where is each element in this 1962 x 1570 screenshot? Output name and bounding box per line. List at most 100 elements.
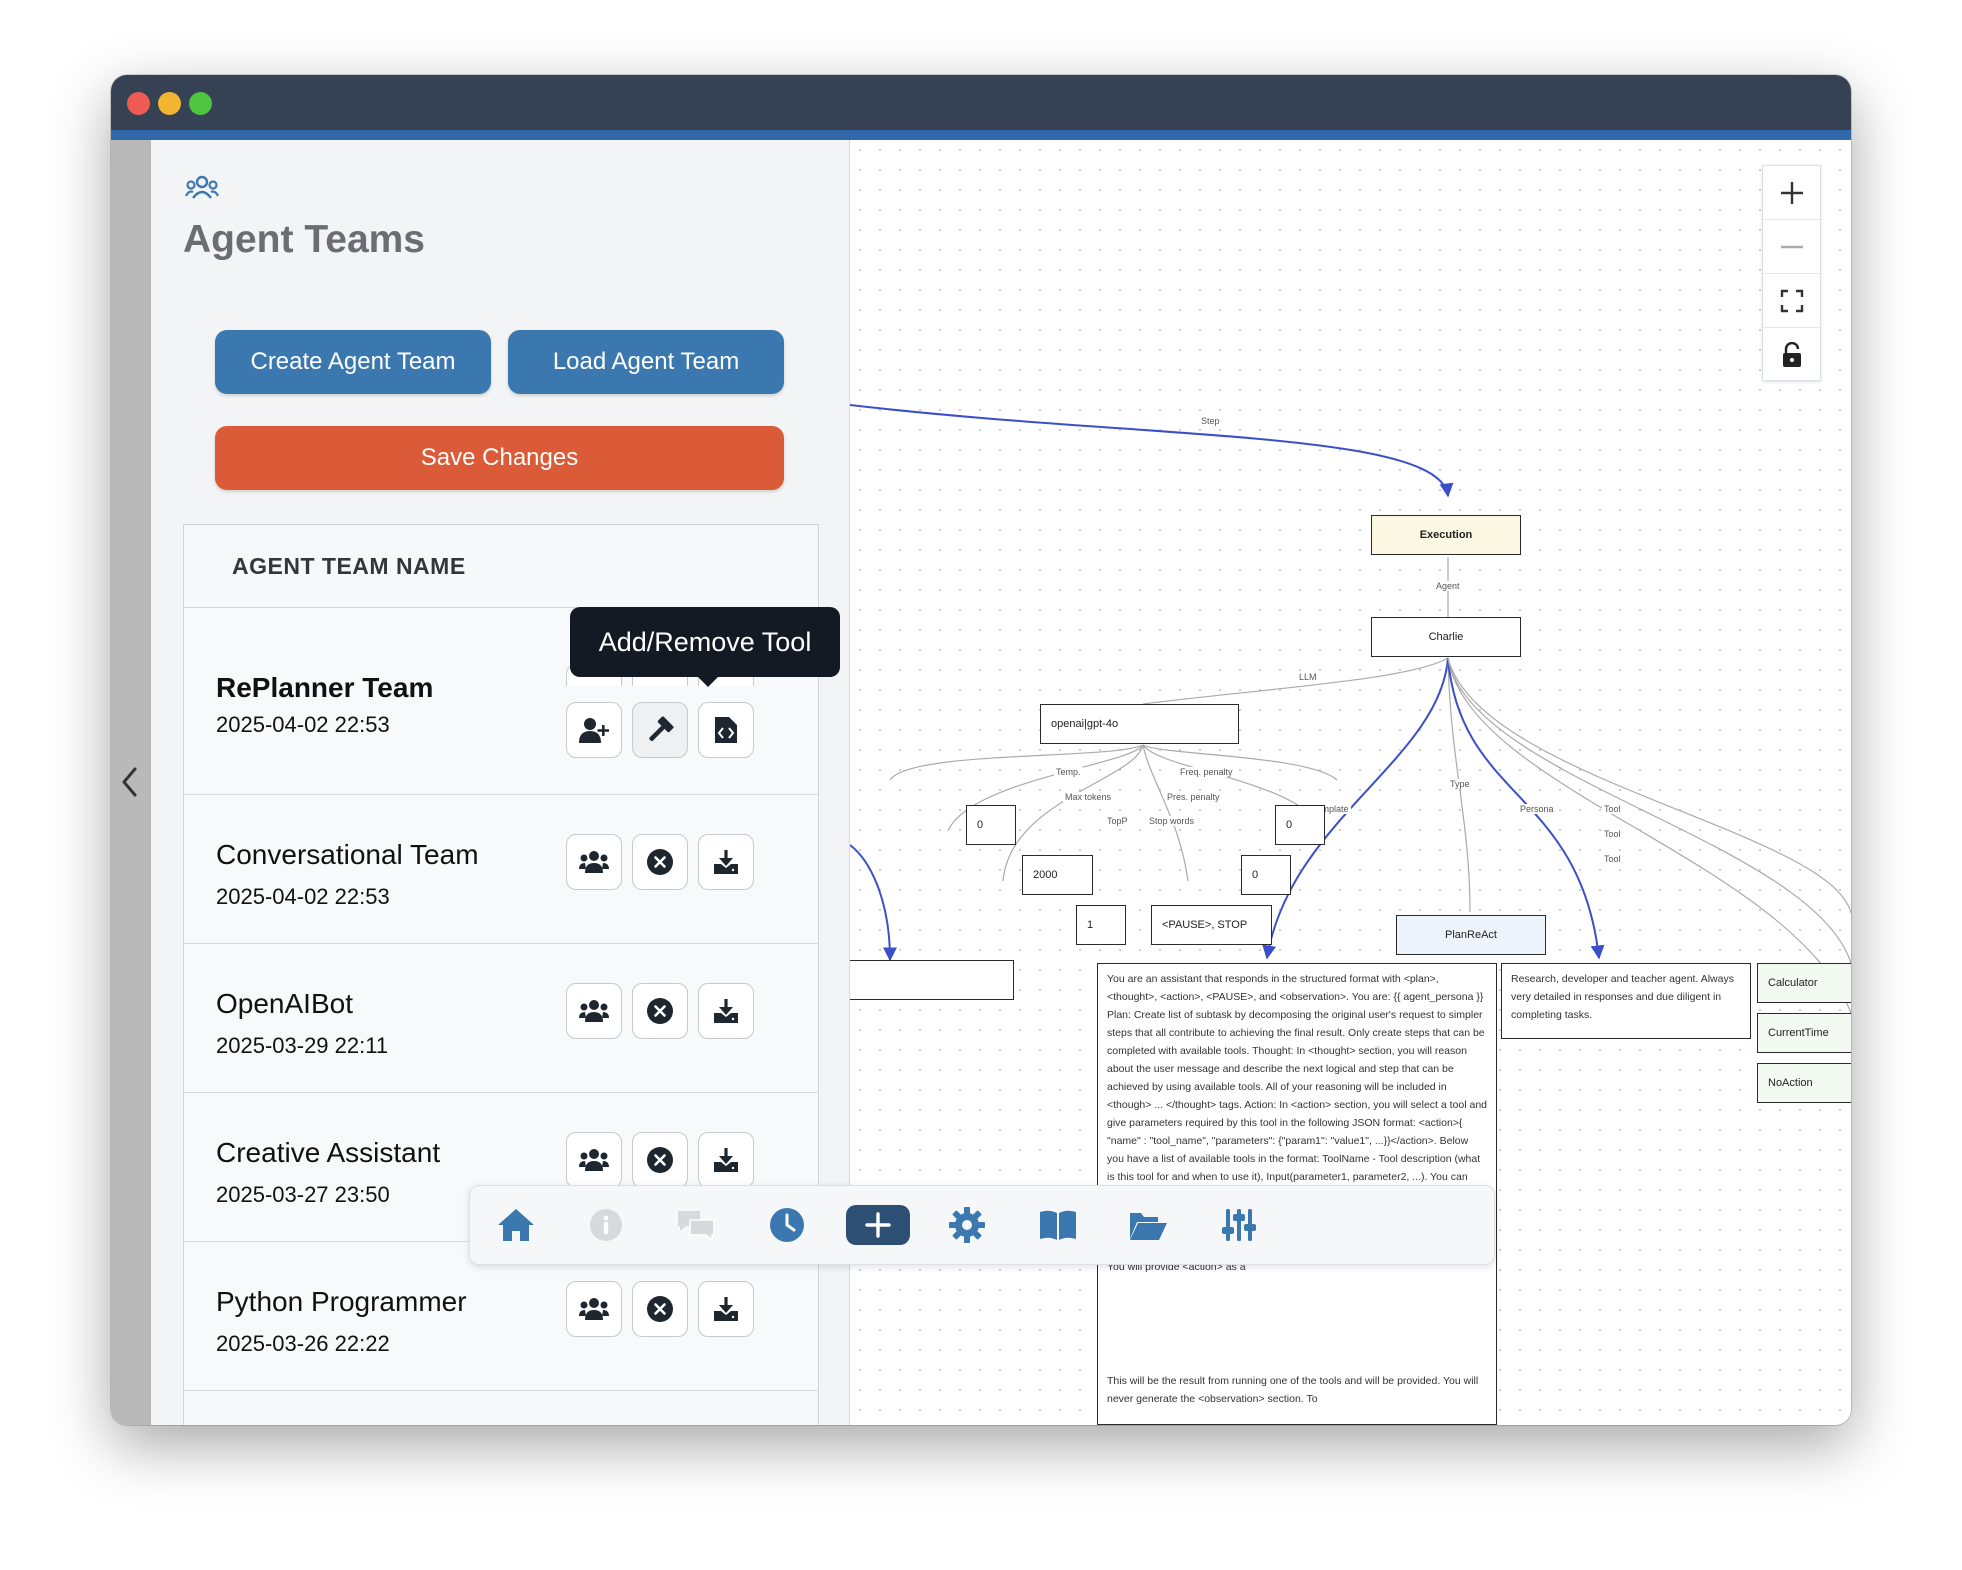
topp-node[interactable]: 1 [1076,905,1126,945]
hammer-icon [649,716,674,742]
home-icon [498,1209,534,1241]
team-date: 2025-03-29 22:11 [216,1033,389,1058]
files-button[interactable] [1123,1200,1173,1250]
file-code-icon [715,717,737,743]
team-date: 2025-03-26 22:22 [216,1331,390,1356]
create-agent-team-button[interactable]: Create Agent Team [215,330,491,394]
lock-icon [1782,341,1801,367]
team-name: OpenAIBot [216,988,353,1019]
stop-words-node[interactable]: <PAUSE>, STOP [1151,905,1272,945]
team-name: Conversational Team [216,839,479,870]
download-team-button[interactable] [698,1281,754,1337]
table-row[interactable]: OpenAIBot 2025-03-29 22:11 [184,944,818,1093]
offscreen-node[interactable] [850,960,1014,1000]
add-remove-tool-button[interactable] [632,702,688,758]
edit-team-button[interactable] [566,1281,622,1337]
users-icon [185,174,219,209]
close-circle-icon [647,998,673,1024]
docs-button[interactable] [1033,1200,1083,1250]
chat-button[interactable] [671,1200,721,1250]
edge-template [1262,657,1449,960]
export-code-button[interactable] [698,702,754,758]
tool-node-noaction[interactable]: NoAction [1757,1063,1851,1103]
download-team-button[interactable] [698,834,754,890]
fit-view-icon [1780,289,1803,312]
edit-team-button[interactable] [566,1132,622,1188]
edge-temp [889,744,1144,781]
users-icon [579,851,609,873]
edge-stop-words [1142,744,1189,882]
download-icon [714,1148,738,1172]
table-row[interactable]: Python Programmer 2025-03-26 22:22 [184,1242,818,1391]
tool-node-calculator[interactable]: Calculator [1757,963,1851,1003]
max-tokens-node[interactable]: 2000 [1022,855,1093,895]
agent-type-node[interactable]: PlanReAct [1396,915,1546,955]
adjustments-button[interactable] [1214,1200,1264,1250]
load-agent-team-button[interactable]: Load Agent Team [508,330,784,394]
zoom-controls [1762,165,1821,381]
lock-button[interactable] [1763,328,1820,381]
tool-node-currenttime[interactable]: CurrentTime [1757,1013,1851,1053]
download-icon [714,999,738,1023]
title-bar [111,75,1851,140]
download-team-button[interactable] [698,1132,754,1188]
team-name: Python Programmer [216,1286,467,1317]
edit-team-button[interactable] [566,834,622,890]
edit-team-button[interactable] [566,983,622,1039]
save-changes-button[interactable]: Save Changes [215,426,784,490]
table-row[interactable]: Conversational Team 2025-04-02 22:53 [184,795,818,944]
sidebar-collapse-toggle[interactable] [111,140,151,1425]
users-icon [579,1000,609,1022]
tooltip: Add/Remove Tool [570,607,840,687]
delete-team-button[interactable] [632,1132,688,1188]
edge-max-tokens [947,744,1144,832]
edge-label-max-tokens: Max tokens [1063,792,1114,802]
add-agent-button[interactable] [566,702,622,758]
chevron-left-icon [122,767,137,797]
app-content: Agent Teams Create Agent Team Load Agent… [111,140,1851,1425]
llm-node[interactable]: openai|gpt-4o [1040,704,1239,744]
team-date: 2025-03-27 23:50 [216,1182,390,1207]
chat-icon [678,1211,715,1242]
zoom-in-button[interactable] [1763,166,1820,220]
add-button[interactable] [846,1205,910,1245]
edge-label-template: Template [1310,804,1351,814]
agent-node[interactable]: Charlie [1371,617,1521,657]
edge-tool-3 [1447,657,1851,914]
close-circle-icon [647,849,673,875]
zoom-in-icon [1780,181,1803,204]
fit-view-button[interactable] [1763,274,1820,328]
execution-node[interactable]: Execution [1371,515,1521,555]
settings-button[interactable] [942,1200,992,1250]
plus-icon [865,1212,891,1238]
edge-label-step: Step [1199,416,1222,426]
pres-penalty-node[interactable]: 0 [1241,855,1291,895]
minimize-window-button[interactable] [158,92,181,115]
clock-icon [770,1208,804,1242]
gear-icon [949,1207,985,1243]
zoom-out-button[interactable] [1763,220,1820,274]
persona-node[interactable]: Research, developer and teacher agent. A… [1501,963,1751,1039]
edge-label-freq-penalty: Freq. penalty [1178,767,1235,777]
close-window-button[interactable] [127,92,150,115]
home-button[interactable] [491,1200,541,1250]
team-name: Creative Assistant [216,1137,441,1168]
edge-step [850,404,1454,498]
info-button[interactable] [581,1200,631,1250]
freq-penalty-node[interactable]: 0 [1275,805,1325,845]
temp-node[interactable]: 0 [966,805,1016,845]
download-team-button[interactable] [698,983,754,1039]
edge-tool-1 [1447,657,1851,964]
delete-team-button[interactable] [632,983,688,1039]
team-name: RePlanner Team [216,672,434,703]
folder-open-icon [1130,1213,1167,1240]
delete-team-button[interactable] [632,834,688,890]
close-circle-icon [647,1296,673,1322]
app-window: Agent Teams Create Agent Team Load Agent… [111,75,1851,1425]
team-date: 2025-04-02 22:53 [216,712,390,737]
maximize-window-button[interactable] [189,92,212,115]
delete-team-button[interactable] [632,1281,688,1337]
history-button[interactable] [762,1200,812,1250]
template-text-continued: This will be the result from running one… [1107,1375,1479,1405]
edge-label-topp: TopP [1105,816,1130,826]
